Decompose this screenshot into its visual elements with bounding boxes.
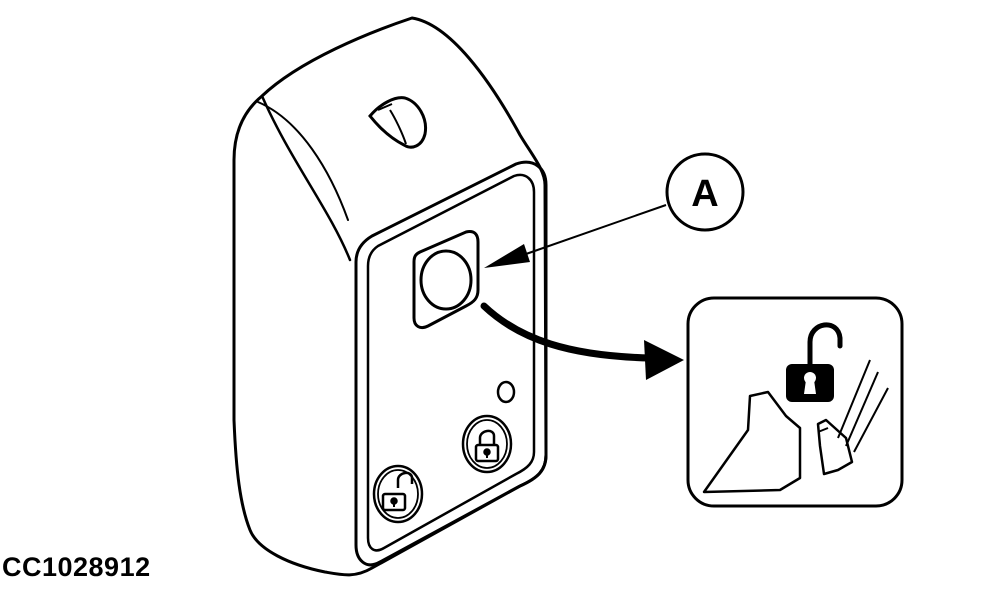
key-ring-hole-icon — [368, 96, 428, 149]
open-hood-unlock-icon — [686, 296, 904, 508]
lock-open-icon — [372, 464, 424, 524]
callout-letter: A — [691, 173, 718, 215]
callout-a: A — [665, 152, 745, 232]
callout-leader — [484, 204, 667, 268]
figure-id: CC1028912 — [2, 552, 151, 582]
key-fob-body — [232, 16, 548, 577]
round-button-icon — [412, 230, 480, 330]
lock-closed-icon — [461, 414, 513, 474]
indicator-light-icon — [496, 380, 516, 404]
curved-arrow — [480, 302, 684, 380]
